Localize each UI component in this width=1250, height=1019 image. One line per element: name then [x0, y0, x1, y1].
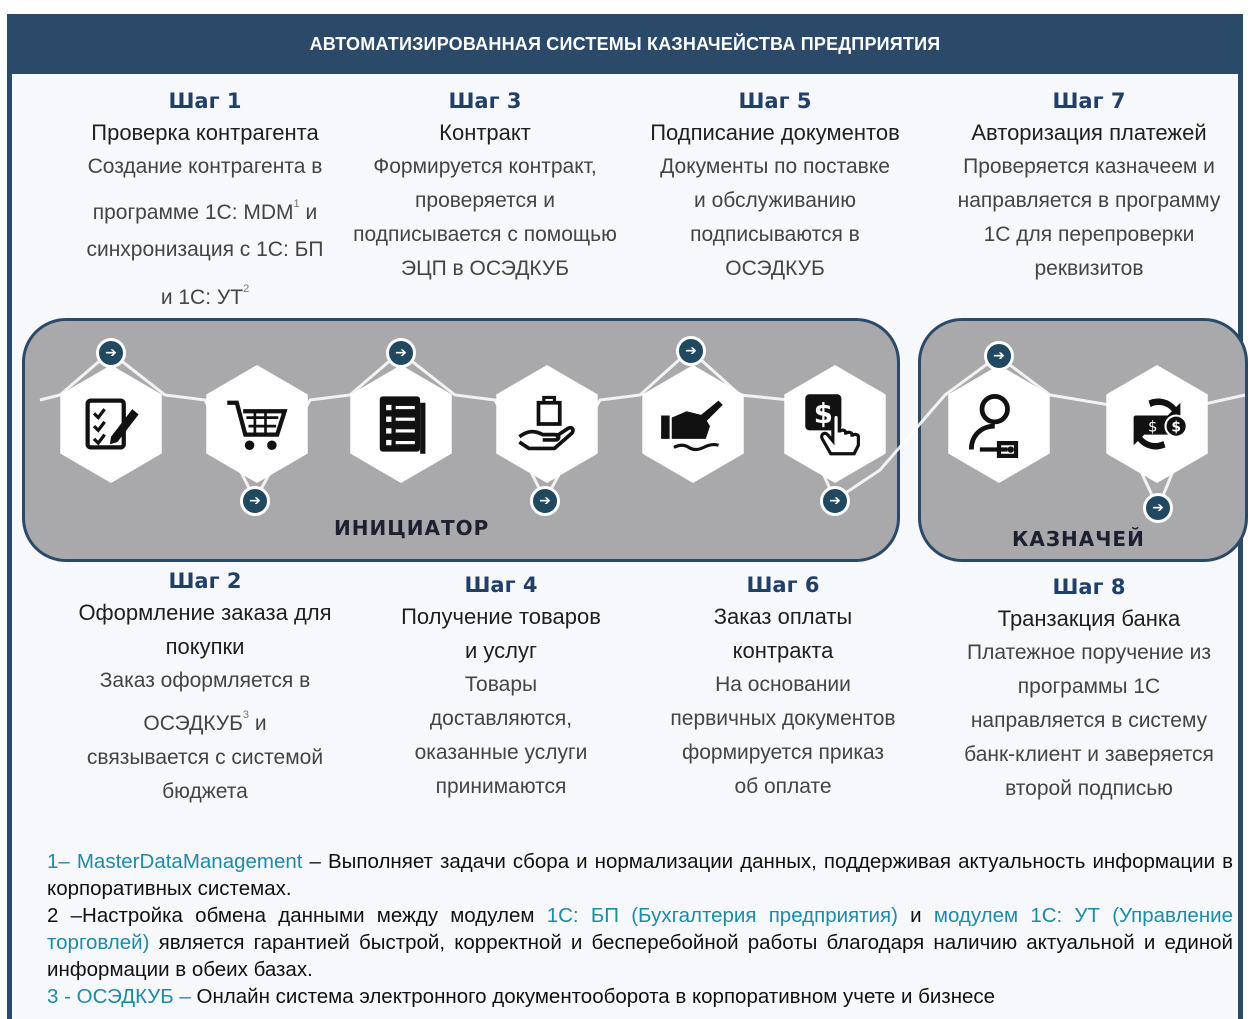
step-desc: Проверяется казначеем и [963, 155, 1215, 178]
step-desc: формируется приказ [681, 741, 885, 764]
treasurer-label: КАЗНАЧЕЙ [1012, 527, 1145, 551]
step-desc: проверяется и [415, 189, 555, 212]
step-desc: ОСЭДКУБ3 и [143, 709, 267, 735]
step-4: Шаг 4 Получение товаров и услуг Товары д… [370, 570, 632, 804]
arrow-icon: ➔ [240, 486, 270, 516]
step-desc: направляется в программу [957, 189, 1221, 212]
arrow-icon: ➔ [676, 336, 706, 366]
footnote-3: 3 - ОСЭДКУБ – Онлайн система электронног… [47, 985, 996, 1008]
step-number: Шаг 2 [168, 569, 242, 593]
money-exchange-icon: $ $ [1133, 398, 1188, 450]
step-desc: направляется в систему [970, 709, 1208, 732]
footnote-ref: 2 [243, 283, 250, 295]
document-list-icon [379, 396, 426, 454]
svg-text:$: $ [1148, 417, 1157, 435]
footnote-1: 1– MasterDataManagement – Выполняет зада… [47, 850, 1233, 900]
step-desc: Заказ оформляется в [99, 669, 311, 692]
step-title: покупки [165, 634, 245, 659]
step-desc: Документы по поставке [660, 155, 890, 178]
step-desc: второй подписью [1005, 777, 1173, 800]
hex-step-2 [198, 365, 316, 483]
step-3: Шаг 3 Контракт Формируется контракт, про… [320, 86, 650, 286]
step-desc: Создание контрагента в [87, 155, 323, 178]
step-desc: реквизитов [1034, 257, 1144, 280]
step-desc: и 1С: УТ2 [160, 283, 250, 309]
step-title: контракта [732, 638, 834, 663]
hand-signing-icon [661, 400, 723, 452]
step-number: Шаг 4 [464, 573, 538, 597]
step-number: Шаг 7 [1052, 89, 1126, 113]
step-desc: доставляются, [429, 707, 573, 730]
step-desc: ЭЦП в ОСЭДКУБ [400, 257, 570, 280]
step-desc: ОСЭДКУБ [725, 257, 825, 280]
step-desc: Формируется контракт, [373, 155, 597, 178]
hex-step-8: $ $ [1098, 365, 1216, 483]
step-title: Подписание документов [650, 120, 900, 145]
step-6: Шаг 6 Заказ оплаты контракта На основани… [640, 570, 926, 804]
step-desc: оказанные услуги [414, 741, 588, 764]
arrow-icon: ➔ [96, 338, 126, 368]
step-desc: бюджета [162, 780, 248, 803]
step-desc: синхронизация с 1С: БП [86, 238, 324, 261]
dollar-touch-icon: $ [805, 394, 860, 456]
arrow-icon: ➔ [386, 338, 416, 368]
hex-step-5 [634, 365, 752, 483]
step-desc: программы 1С [1017, 675, 1161, 698]
arrow-icon: ➔ [1143, 493, 1173, 523]
step-title: Оформление заказа для [78, 600, 332, 625]
step-desc: связывается с системой [86, 746, 324, 769]
user-key-icon [968, 393, 1019, 458]
step-desc: банк-клиент и заверяется [964, 743, 1214, 766]
hex-step-4 [488, 365, 606, 483]
step-desc: первичных документов [670, 707, 896, 730]
initiator-label: ИНИЦИАТОР [334, 516, 490, 540]
step-desc: об оплате [734, 775, 832, 798]
footnotes: 1– MasterDataManagement – Выполняет зада… [47, 848, 1233, 1010]
hex-step-3 [342, 365, 460, 483]
step-desc: 1С для перепроверки [983, 223, 1195, 246]
footnote-ref: 3 [242, 709, 250, 721]
step-5: Шаг 5 Подписание документов Документы по… [620, 86, 930, 286]
step-number: Шаг 8 [1052, 575, 1126, 599]
step-desc: подписываются в [690, 223, 860, 246]
hex-step-6: $ [776, 365, 894, 483]
hex-step-7 [940, 365, 1058, 483]
footnote-ref: 1 [293, 198, 300, 210]
step-number: Шаг 6 [746, 573, 820, 597]
checklist-pen-icon [85, 398, 139, 450]
shopping-cart-icon [227, 400, 288, 451]
step-desc: Товары [464, 673, 538, 696]
arrow-icon: ➔ [984, 341, 1014, 371]
arrow-icon: ➔ [820, 486, 850, 516]
step-title: Транзакция банка [997, 606, 1181, 631]
step-desc: программе 1С: MDM1 и [92, 198, 318, 224]
initiator-band [22, 318, 900, 562]
footnote-2: 2 –Настройка обмена данными между модуле… [47, 904, 1234, 981]
step-title: и услуг [464, 638, 537, 663]
step-8: Шаг 8 Транзакция банка Платежное поручен… [934, 572, 1244, 806]
step-desc: принимаются [435, 775, 567, 798]
step-number: Шаг 5 [738, 89, 812, 113]
step-desc: Платежное поручение из [966, 641, 1212, 664]
step-number: Шаг 1 [168, 89, 242, 113]
step-title: Авторизация платежей [971, 120, 1207, 145]
step-7: Шаг 7 Авторизация платежей Проверяется к… [930, 86, 1248, 286]
step-2: Шаг 2 Оформление заказа для покупки Зака… [50, 566, 360, 809]
step-title: Проверка контрагента [91, 120, 319, 145]
svg-text:$: $ [1171, 419, 1181, 435]
step-1: Шаг 1 Проверка контрагента Создание конт… [30, 86, 380, 320]
step-desc: На основании [715, 673, 851, 696]
step-title: Контракт [439, 120, 531, 145]
step-desc: и обслуживанию [694, 189, 856, 212]
svg-text:$: $ [814, 397, 833, 430]
step-title: Получение товаров [401, 604, 601, 629]
arrow-icon: ➔ [530, 486, 560, 516]
hand-bag-icon [518, 395, 575, 451]
diagram-title: АВТОМАТИЗИРОВАННАЯ СИСТЕМЫ КАЗНАЧЕЙСТВА … [7, 14, 1243, 74]
step-number: Шаг 3 [448, 89, 522, 113]
step-title: Заказ оплаты [713, 604, 853, 629]
step-desc: подписывается с помощью [353, 223, 617, 246]
hex-step-1 [52, 365, 170, 483]
